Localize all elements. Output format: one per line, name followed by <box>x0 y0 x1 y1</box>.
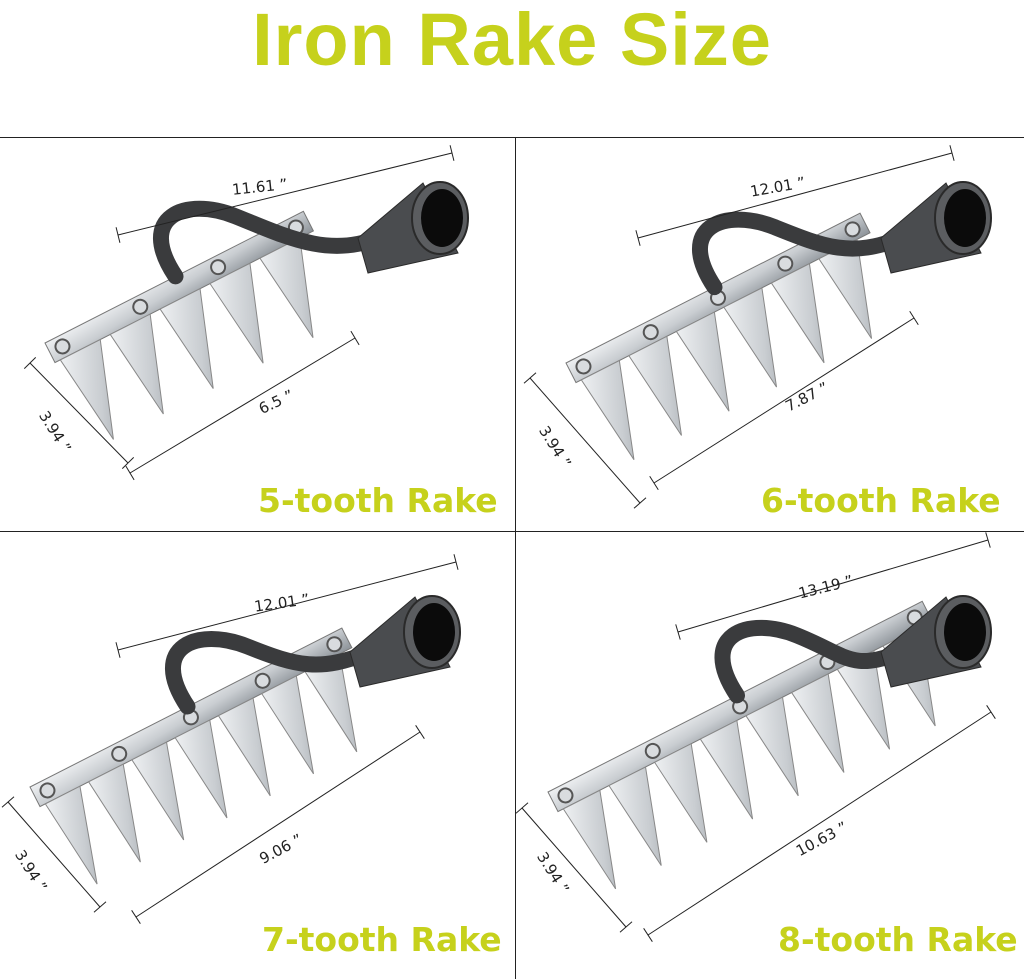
bolt <box>254 672 271 689</box>
rake-panel-6-tooth: 12.01 ” 7.87 ” 3.94 ” 6-tooth Rake <box>516 138 1024 531</box>
rake-tooth <box>44 785 98 885</box>
bolt <box>54 338 71 355</box>
rake-head <box>565 212 873 460</box>
rake-illustration <box>1 554 461 924</box>
bolt <box>557 787 574 804</box>
rake-tooth <box>675 311 730 412</box>
length-dimension-line-tick <box>449 145 455 161</box>
depth-dimension-line <box>29 362 129 464</box>
rake-tooth <box>723 287 778 388</box>
width-dimension-line-tick <box>643 928 653 942</box>
width-dimension-line <box>647 711 992 936</box>
rake-tooth <box>562 789 617 890</box>
bolt <box>39 782 56 799</box>
depth-dimension-line-tick <box>516 802 529 814</box>
length-dimension-line <box>637 152 953 239</box>
depth-dimension-line-tick <box>523 372 537 384</box>
socket-hole <box>944 189 986 247</box>
divider-top <box>0 137 1024 138</box>
bolt <box>326 636 343 653</box>
bolt <box>111 745 128 762</box>
width-dimension-line <box>129 337 356 474</box>
length-dimension-line-tick <box>453 554 459 570</box>
depth-dimension-line-tick <box>121 457 135 469</box>
rake-tooth <box>608 766 662 866</box>
rake-panel-8-tooth: 13.19 ” 10.63 ” 3.94 ” 8-tooth Rake <box>516 532 1024 979</box>
bolt <box>210 259 227 276</box>
rake-tooth <box>580 359 635 460</box>
socket-hole <box>944 603 986 661</box>
rake-head <box>29 627 358 885</box>
width-dimension-line-tick <box>125 465 135 481</box>
length-dimension-line-tick <box>949 145 955 161</box>
length-dimension-line-tick <box>985 532 991 548</box>
rake-panel-7-tooth: 12.01 ” 9.06 ” 3.94 ” 7-tooth Rake <box>0 532 515 979</box>
rake-tooth <box>59 338 114 440</box>
rake-tooth <box>131 741 185 841</box>
bolt <box>575 358 592 375</box>
length-dimension-line-tick <box>675 624 681 640</box>
width-dimension-line-tick <box>649 475 659 491</box>
rake-tooth <box>745 696 799 797</box>
rake-tooth <box>770 262 825 364</box>
rake-tooth <box>87 763 141 863</box>
depth-dimension-line <box>529 377 641 504</box>
rake-panel-5-tooth: 11.61 ” 6.5 ” 3.94 ” 5-tooth Rake <box>0 138 515 531</box>
bolt <box>644 742 661 759</box>
rake-neck <box>692 211 909 296</box>
depth-dimension-line-tick <box>619 921 633 933</box>
divider-vertical <box>515 137 516 979</box>
rake-tooth <box>790 673 845 773</box>
rake-tooth <box>261 675 314 775</box>
width-dimension-line-tick <box>909 310 919 326</box>
bolt <box>777 255 794 272</box>
rake-neck <box>153 200 386 285</box>
depth-dimension-line-tick <box>93 901 107 913</box>
rake-illustration <box>523 145 992 509</box>
page-title: Iron Rake Size <box>252 0 772 81</box>
rake-tooth <box>653 742 708 843</box>
length-dimension-line-tick <box>115 642 121 658</box>
depth-dimension-line-tick <box>633 497 647 509</box>
rake-caption: 8-tooth Rake <box>778 920 1018 959</box>
rake-tooth <box>209 262 264 364</box>
depth-dimension-line-tick <box>1 796 15 808</box>
length-dimension-line-tick <box>635 230 641 246</box>
rake-neck <box>165 631 378 715</box>
width-dimension-line-tick <box>131 910 141 924</box>
socket-hole <box>413 603 455 661</box>
rake-caption: 6-tooth Rake <box>761 481 1001 520</box>
rake-tooth <box>109 313 164 415</box>
width-dimension-line <box>653 317 915 484</box>
rake-tooth <box>159 287 214 389</box>
rake-illustration <box>516 532 996 942</box>
rake-tooth <box>699 719 754 820</box>
width-dimension-line-tick <box>415 725 425 739</box>
depth-dimension-line <box>521 807 627 928</box>
rake-tooth <box>217 697 271 797</box>
length-dimension-line <box>677 539 989 633</box>
socket-hole <box>421 189 463 247</box>
divider-middle <box>0 531 1024 532</box>
rake-illustration <box>23 145 469 481</box>
bolt <box>642 324 659 341</box>
rake-caption: 7-tooth Rake <box>262 920 502 959</box>
rake-tooth <box>259 237 314 339</box>
rake-tooth <box>628 335 682 436</box>
length-dimension-line-tick <box>115 227 121 243</box>
width-dimension-line-tick <box>986 705 996 719</box>
depth-dimension-line <box>7 801 101 908</box>
rake-head <box>44 210 315 440</box>
rake-neck <box>714 620 909 704</box>
length-dimension-line <box>117 152 453 236</box>
width-dimension-line-tick <box>350 330 360 346</box>
bolt <box>844 221 861 238</box>
width-dimension-line <box>135 731 421 918</box>
bolt <box>132 298 149 315</box>
rake-tooth <box>174 719 228 819</box>
rake-caption: 5-tooth Rake <box>258 481 498 520</box>
length-dimension-line <box>117 561 457 651</box>
depth-dimension-line-tick <box>23 357 37 369</box>
